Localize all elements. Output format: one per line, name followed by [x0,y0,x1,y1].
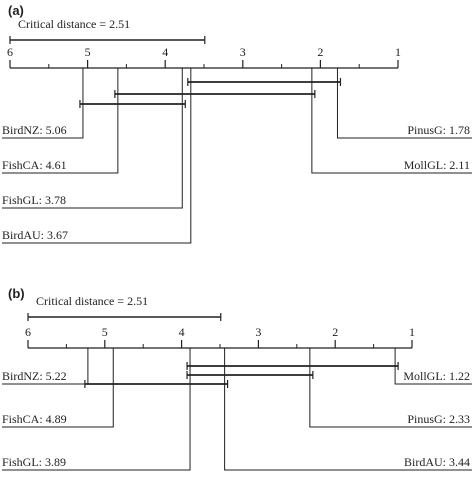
method-label-fishca: FishCA: 4.89 [2,412,67,426]
method-connector-fishca [2,348,114,428]
method-label-background [403,455,471,469]
method-connector-fishgl [2,348,191,471]
method-label-mollgl: MollGL: 2.11 [404,158,470,172]
method-label-background [1,158,68,172]
method-label-background [406,123,471,137]
method-connector-birdau [224,348,472,471]
method-label-background [1,369,68,383]
method-label-background [406,412,471,426]
panel-label: (a) [8,3,24,18]
method-connector-birdnz [2,68,84,139]
method-label-background [1,193,68,207]
method-label-background [1,455,68,469]
method-connector-fishgl [2,68,183,209]
method-label-birdnz: BirdNZ: 5.06 [2,123,67,137]
critical-distance-label: Critical distance = 2.51 [18,17,130,31]
method-label-mollgl: MollGL: 1.22 [403,369,470,383]
method-connector-mollgl [394,348,472,385]
method-label-birdnz: BirdNZ: 5.22 [2,369,67,383]
critical-distance-label: Critical distance = 2.51 [36,294,148,308]
method-label-fishgl: FishGL: 3.78 [2,193,66,207]
axis-tick-label: 1 [395,45,401,59]
method-label-birdau: BirdAU: 3.44 [404,455,470,469]
method-label-background [402,369,471,383]
method-connector-pinusg [336,68,472,139]
method-label-fishgl: FishGL: 3.89 [2,455,66,469]
method-label-background [402,158,471,172]
axis-tick-label: 4 [179,325,185,339]
axis-tick-label: 5 [85,45,91,59]
method-label-birdau: BirdAU: 3.67 [2,228,68,242]
axis-tick-label: 5 [102,325,108,339]
method-connector-fishca [2,68,119,174]
axis-tick-label: 6 [25,325,31,339]
method-label-background [1,228,69,242]
method-label-background [1,123,68,137]
axis-tick-label: 2 [332,325,338,339]
axis-tick-label: 4 [162,45,168,59]
method-label-pinusg: PinusG: 2.33 [407,412,470,426]
axis-tick-label: 1 [409,325,415,339]
method-label-background [1,412,68,426]
method-connector-birdau [2,68,192,244]
axis-tick-label: 2 [317,45,323,59]
axis-tick-label: 3 [255,325,261,339]
method-label-fishca: FishCA: 4.61 [2,158,67,172]
panel-label: (b) [8,286,25,301]
axis-tick-label: 6 [7,45,13,59]
method-label-pinusg: PinusG: 1.78 [407,123,470,137]
method-connector-mollgl [311,68,472,174]
axis-tick-label: 3 [240,45,246,59]
